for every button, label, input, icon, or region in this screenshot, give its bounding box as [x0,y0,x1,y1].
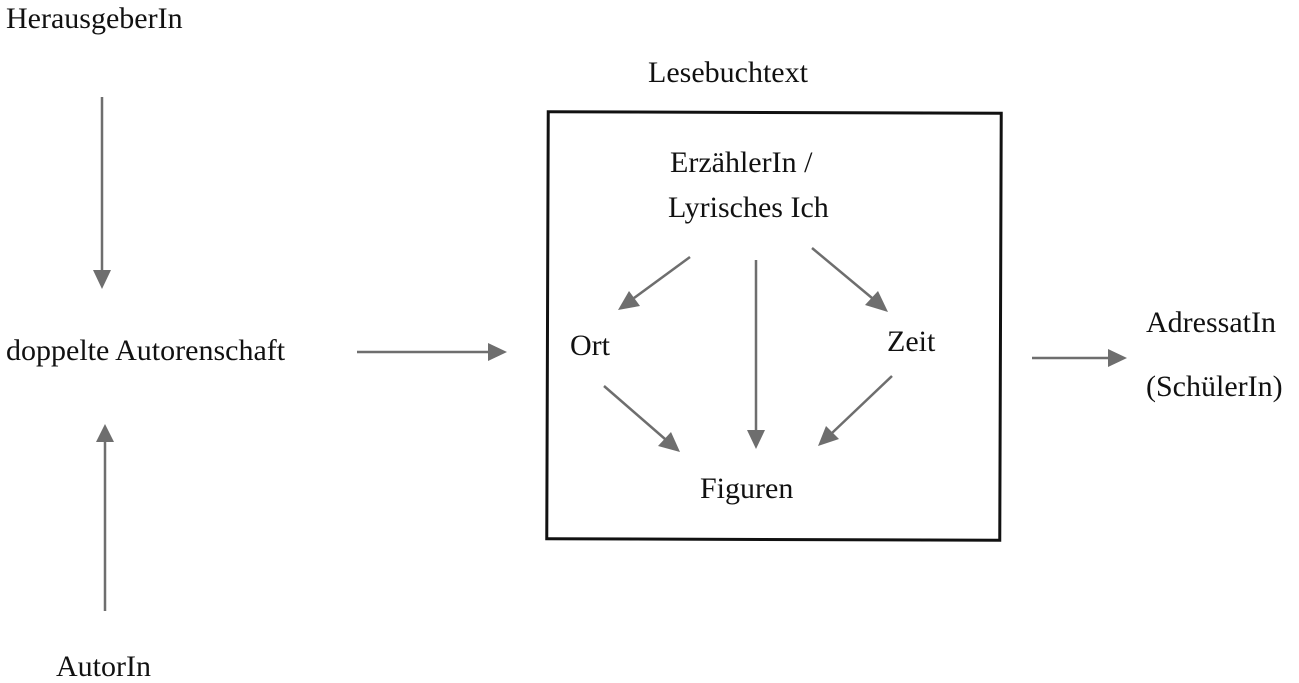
lesebuchtext-title: Lesebuchtext [648,56,808,89]
node-doppelte-autorenschaft: doppelte Autorenschaft [6,334,286,367]
node-zeit: Zeit [887,325,936,358]
node-adressat-line1: AdressatIn [1146,306,1276,339]
arrow-ort-to-figuren [603,385,680,452]
arrow-erzaehler-to-zeit [811,247,888,312]
arrow-erzaehler-to-figuren [747,260,765,449]
arrow-autor-to-doppelte [96,424,114,611]
node-autor: AutorIn [56,650,151,683]
node-erzaehler-line2: Lyrisches Ich [668,191,829,224]
node-ort: Ort [570,329,610,362]
node-figuren: Figuren [700,472,794,505]
node-adressat-line2: (SchülerIn) [1146,370,1283,403]
node-herausgeber: HerausgeberIn [6,2,183,35]
arrow-herausgeber-to-doppelte [93,97,111,289]
node-erzaehler-line1: ErzählerIn / [670,146,813,179]
arrow-zeit-to-figuren [818,375,893,446]
arrow-doppelte-to-lesebuchtext [357,343,507,361]
arrow-lesebuchtext-to-adressat [1032,349,1127,367]
arrow-erzaehler-to-ort [618,255,691,310]
